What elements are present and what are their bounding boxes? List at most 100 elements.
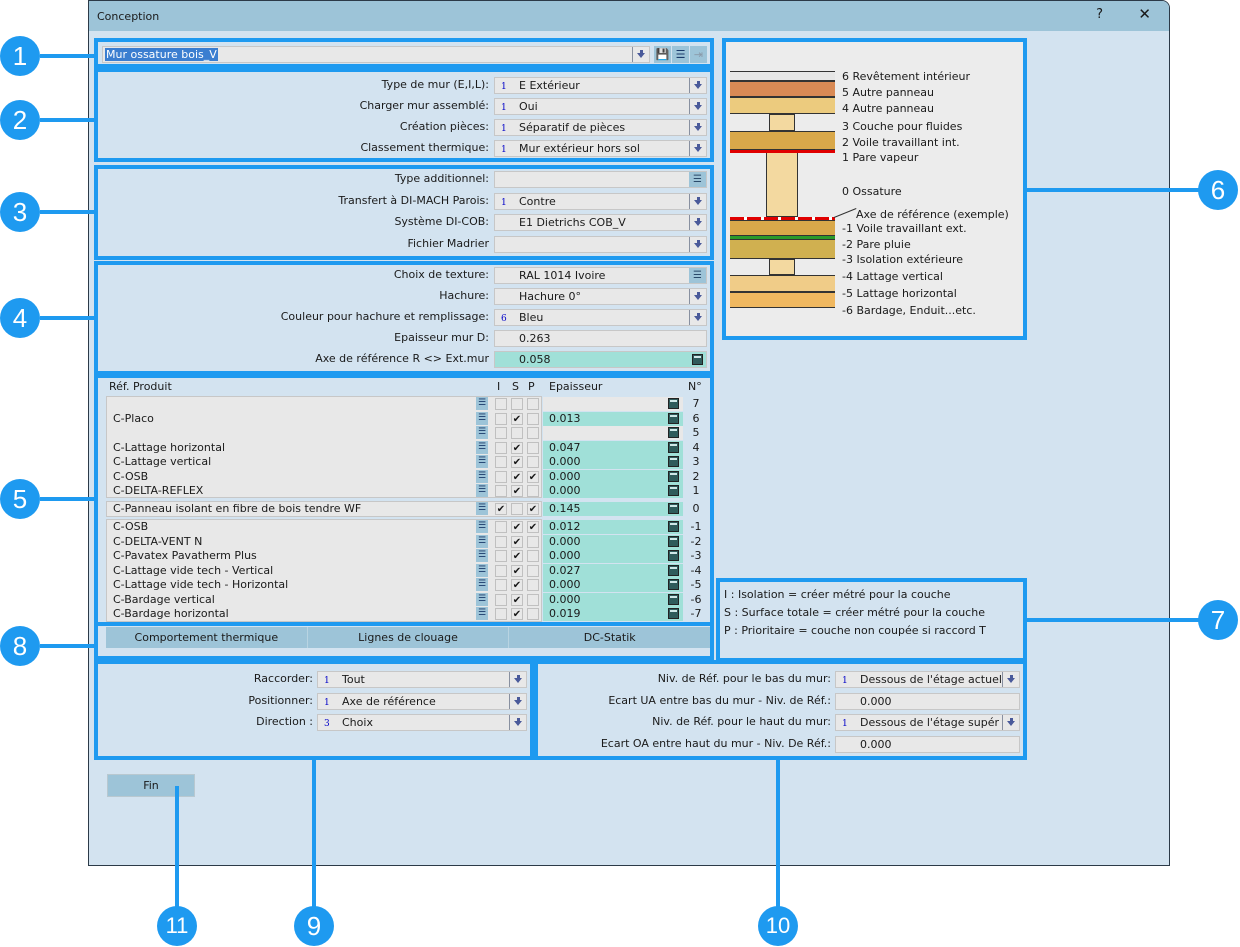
thickness-field[interactable]: 0.000 xyxy=(543,549,683,563)
tree-icon[interactable]: ☰ xyxy=(476,397,488,410)
tree-icon[interactable]: ☰ xyxy=(476,426,488,439)
calculator-icon[interactable] xyxy=(668,535,679,547)
checkbox-s[interactable]: ✔ xyxy=(511,441,523,454)
export-icon[interactable]: ⇥ xyxy=(690,46,707,63)
calculator-icon[interactable] xyxy=(668,485,679,496)
tab-lignes-de-clouage[interactable]: Lignes de clouage xyxy=(308,627,510,648)
tree-icon[interactable]: ☰ xyxy=(476,469,488,483)
checkbox-i[interactable] xyxy=(495,441,507,454)
checkbox-s[interactable]: ✔ xyxy=(511,593,523,606)
calculator-icon[interactable] xyxy=(668,521,679,532)
thickness-field[interactable]: 0.000 xyxy=(543,484,683,498)
help-button[interactable]: ? xyxy=(1096,7,1103,22)
calculator-icon[interactable] xyxy=(668,456,679,467)
tree-icon[interactable]: ☰ xyxy=(476,578,488,591)
checkbox-i[interactable] xyxy=(495,608,507,620)
chevron-down-icon[interactable] xyxy=(689,193,706,209)
checkbox-s[interactable]: ✔ xyxy=(511,521,523,533)
tab-comportement-thermique[interactable]: Comportement thermique xyxy=(106,627,308,648)
checkbox-s[interactable]: ✔ xyxy=(511,470,523,483)
chevron-down-icon[interactable] xyxy=(689,141,706,156)
tree-icon[interactable]: ☰ xyxy=(476,411,488,425)
checkbox-i[interactable] xyxy=(495,593,507,606)
tree-icon[interactable]: ☰ xyxy=(476,502,488,515)
calculator-icon[interactable] xyxy=(668,398,679,409)
checkbox-p[interactable] xyxy=(527,412,539,425)
thickness-field[interactable]: 0.000 xyxy=(543,592,683,607)
checkbox-p[interactable] xyxy=(527,441,539,454)
thickness-field[interactable]: 0.000 xyxy=(543,534,683,549)
checkbox-s[interactable]: ✔ xyxy=(511,456,523,468)
checkbox-s[interactable]: ✔ xyxy=(511,564,523,577)
calculator-icon[interactable] xyxy=(692,354,703,365)
tree-icon[interactable]: ☰ xyxy=(476,549,488,562)
checkbox-s[interactable]: ✔ xyxy=(511,608,523,620)
checkbox-i[interactable] xyxy=(495,564,507,577)
checkbox-s[interactable]: ✔ xyxy=(511,535,523,548)
chevron-down-icon[interactable] xyxy=(689,120,706,135)
thickness-field[interactable]: 0.019 xyxy=(543,607,683,621)
checkbox-p[interactable]: ✔ xyxy=(527,521,539,533)
calculator-icon[interactable] xyxy=(668,503,679,514)
tree-icon[interactable]: ☰ xyxy=(476,455,488,468)
section4-field-3[interactable]: 0.263 xyxy=(494,330,707,347)
checkbox-i[interactable] xyxy=(495,470,507,483)
section10-field-3[interactable]: 0.000 xyxy=(835,735,1020,753)
checkbox-p[interactable] xyxy=(527,485,539,497)
thickness-field[interactable]: 0.013 xyxy=(543,411,683,426)
checkbox-s[interactable]: ✔ xyxy=(511,579,523,591)
chevron-down-icon[interactable] xyxy=(1002,672,1019,687)
calculator-icon[interactable] xyxy=(668,470,679,482)
calculator-icon[interactable] xyxy=(668,593,679,605)
checkbox-i[interactable] xyxy=(495,456,507,468)
fin-button[interactable]: Fin xyxy=(107,774,195,797)
checkbox-s[interactable]: ✔ xyxy=(511,550,523,562)
section3-field-3[interactable] xyxy=(494,235,707,253)
chevron-down-icon[interactable] xyxy=(509,715,526,730)
checkbox-p[interactable] xyxy=(527,535,539,548)
checkbox-p[interactable] xyxy=(527,579,539,591)
tree-icon[interactable]: ☰ xyxy=(476,440,488,454)
section10-field-1[interactable]: 0.000 xyxy=(835,692,1020,710)
thickness-field[interactable] xyxy=(543,426,683,440)
chevron-down-icon[interactable] xyxy=(509,672,526,687)
calculator-icon[interactable] xyxy=(668,564,679,576)
calculator-icon[interactable] xyxy=(668,441,679,453)
section4-field-4[interactable]: 0.058 xyxy=(494,351,707,368)
chevron-down-icon[interactable] xyxy=(632,47,649,62)
checkbox-i[interactable] xyxy=(495,579,507,591)
calculator-icon[interactable] xyxy=(668,412,679,424)
checkbox-s[interactable]: ✔ xyxy=(511,412,523,425)
section4-field-1[interactable]: Hachure 0° xyxy=(494,288,707,305)
chevron-down-icon[interactable] xyxy=(689,215,706,230)
tree-icon[interactable]: ☰ xyxy=(476,484,488,497)
tree-icon[interactable]: ☰ xyxy=(689,268,706,283)
checkbox-p[interactable] xyxy=(527,564,539,577)
tree-icon[interactable]: ☰ xyxy=(476,563,488,577)
checkbox-i[interactable] xyxy=(495,535,507,548)
checkbox-p[interactable] xyxy=(527,550,539,562)
chevron-down-icon[interactable] xyxy=(689,289,706,304)
checkbox-p[interactable] xyxy=(527,593,539,606)
checkbox-i[interactable] xyxy=(495,412,507,425)
tab-dc-statik[interactable]: DC-Statik xyxy=(583,631,636,644)
tree-icon[interactable]: ☰ xyxy=(689,172,706,187)
tree-icon[interactable]: ☰ xyxy=(476,607,488,620)
thickness-field[interactable]: 0.047 xyxy=(543,440,683,455)
calculator-icon[interactable] xyxy=(668,550,679,561)
checkbox-i[interactable] xyxy=(495,398,507,410)
checkbox-p[interactable]: ✔ xyxy=(527,470,539,483)
tree-icon[interactable]: ☰ xyxy=(476,534,488,548)
checkbox-s[interactable]: ✔ xyxy=(511,485,523,497)
thickness-field[interactable]: 0.145 xyxy=(543,502,683,516)
chevron-down-icon[interactable] xyxy=(509,693,526,709)
thickness-field[interactable]: 0.000 xyxy=(543,578,683,592)
